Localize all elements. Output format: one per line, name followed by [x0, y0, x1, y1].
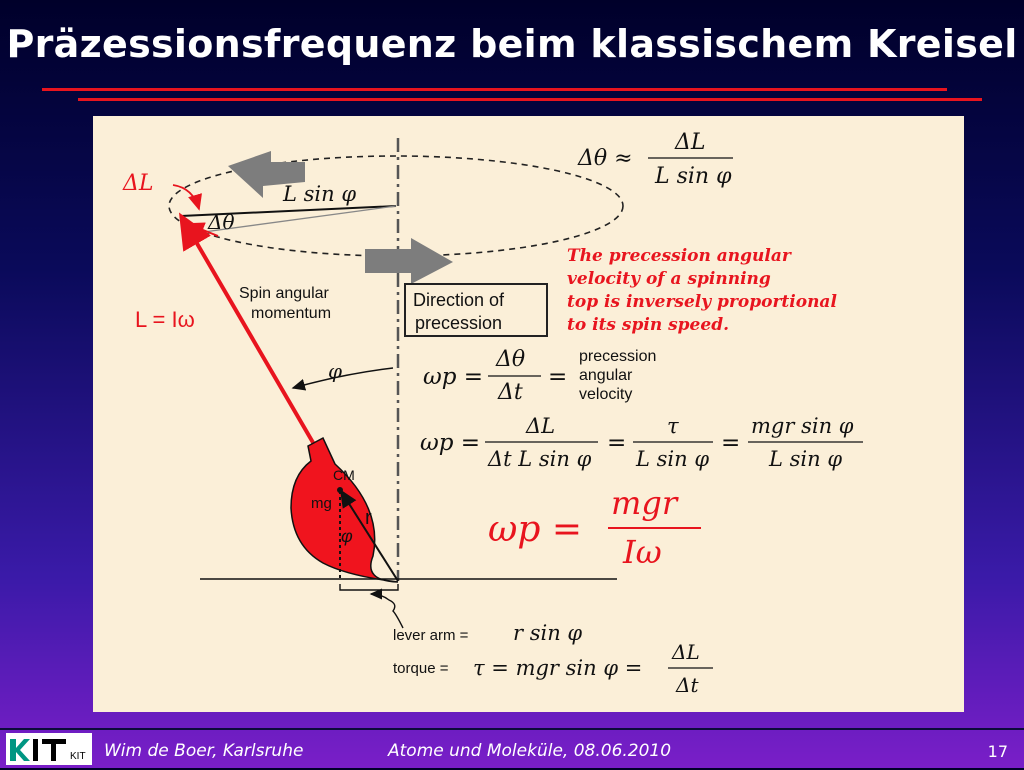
direction-line1: Direction of	[413, 290, 505, 310]
lever-arm-text: lever arm =	[393, 627, 469, 644]
omega2-f2-num: τ	[667, 414, 679, 438]
center-of-mass-dot	[337, 487, 343, 493]
footer-bar	[0, 728, 1024, 770]
lever-arm-bracket	[339, 584, 399, 591]
top-direction-arrow	[228, 151, 305, 198]
spin-label-line2: momentum	[251, 305, 331, 322]
omega1-lhs: ωp =	[423, 364, 483, 390]
l-sin-phi-line	[180, 205, 397, 217]
delta-l-arrow	[172, 184, 202, 211]
delta-theta-approx-lhs: Δθ ≈	[577, 146, 633, 171]
kit-logo: KIT	[6, 733, 92, 765]
omega1-desc-3: velocity	[579, 386, 632, 403]
footer-course: Atome und Moleküle, 08.06.2010	[388, 741, 672, 761]
spin-angular-momentum-vector	[178, 212, 317, 448]
mg-label: mg	[311, 495, 332, 512]
omega2-f2-den: L sin φ	[635, 447, 709, 471]
direction-box	[404, 283, 548, 337]
lever-arm-value: r sin φ	[513, 621, 582, 645]
note-line-3: top is inversely proportional	[567, 292, 837, 312]
phi-label: φ	[328, 359, 342, 383]
page-number: 17	[987, 742, 1008, 761]
omega2-eq1: =	[607, 430, 626, 456]
omega2-f1-num: ΔL	[525, 414, 555, 438]
omega1-desc-2: angular	[579, 367, 633, 384]
omega2-f1-den: Δt L sin φ	[487, 447, 592, 471]
spinning-top-body	[290, 436, 399, 583]
radius-line	[339, 489, 399, 582]
precession-ellipse	[168, 155, 624, 257]
omega-final-num: mgr	[611, 484, 679, 522]
note-line-2: velocity of a spinning	[567, 269, 771, 289]
title-rule-top	[42, 88, 947, 91]
omega2-f3-num: mgr sin φ	[751, 414, 854, 438]
footer-author: Wim de Boer, Karlsruhe	[104, 741, 304, 761]
direction-line2: precession	[415, 313, 502, 333]
omega2-f3-den: L sin φ	[768, 447, 842, 471]
delta-theta-label: Δθ	[207, 210, 234, 234]
delta-l-label: ΔL	[122, 171, 154, 196]
delta-theta-approx-num: ΔL	[674, 130, 706, 155]
omega1-num: Δθ	[495, 347, 525, 372]
note-line-4: to its spin speed.	[567, 315, 729, 335]
phi-small-label: φ	[341, 526, 353, 546]
r-label: r	[365, 507, 372, 529]
torque-den: Δt	[675, 673, 699, 697]
svg-text:KIT: KIT	[70, 751, 86, 762]
rotated-radial-line	[188, 205, 397, 235]
omega2-lhs: ωp =	[420, 430, 480, 456]
omega1-den: Δt	[497, 380, 523, 405]
omega1-desc-1: precession	[579, 348, 656, 365]
omega1-eq: =	[548, 364, 567, 390]
torque-value: τ = mgr sin φ =	[473, 656, 642, 680]
torque-num: ΔL	[671, 640, 700, 664]
spin-label-line1: Spin angular	[239, 285, 330, 302]
torque-text: torque =	[393, 660, 449, 677]
bottom-direction-arrow	[365, 238, 453, 284]
omega-final-den: Iω	[622, 533, 662, 571]
l-equals-label: L = Iω	[135, 307, 195, 332]
lever-arm-pointer	[369, 588, 404, 629]
phi-arc-arrow	[291, 367, 394, 391]
precession-diagram: Δθ ≈ ΔL L sin φ ΔL L sin φ Δθ φ ωp = Δθ …	[122, 130, 863, 697]
omega-final-lhs: ωp =	[488, 509, 582, 550]
delta-theta-approx-den: L sin φ	[654, 164, 732, 189]
title-rule-bottom	[78, 98, 982, 101]
slide-title: Präzessionsfrequenz beim klassischem Kre…	[6, 22, 1018, 66]
cm-label: CM	[333, 467, 355, 483]
omega2-eq2: =	[721, 430, 740, 456]
diagram-panel: Δθ ≈ ΔL L sin φ ΔL L sin φ Δθ φ ωp = Δθ …	[93, 116, 964, 712]
l-sin-phi-label: L sin φ	[282, 182, 356, 206]
note-line-1: The precession angular	[567, 246, 792, 266]
